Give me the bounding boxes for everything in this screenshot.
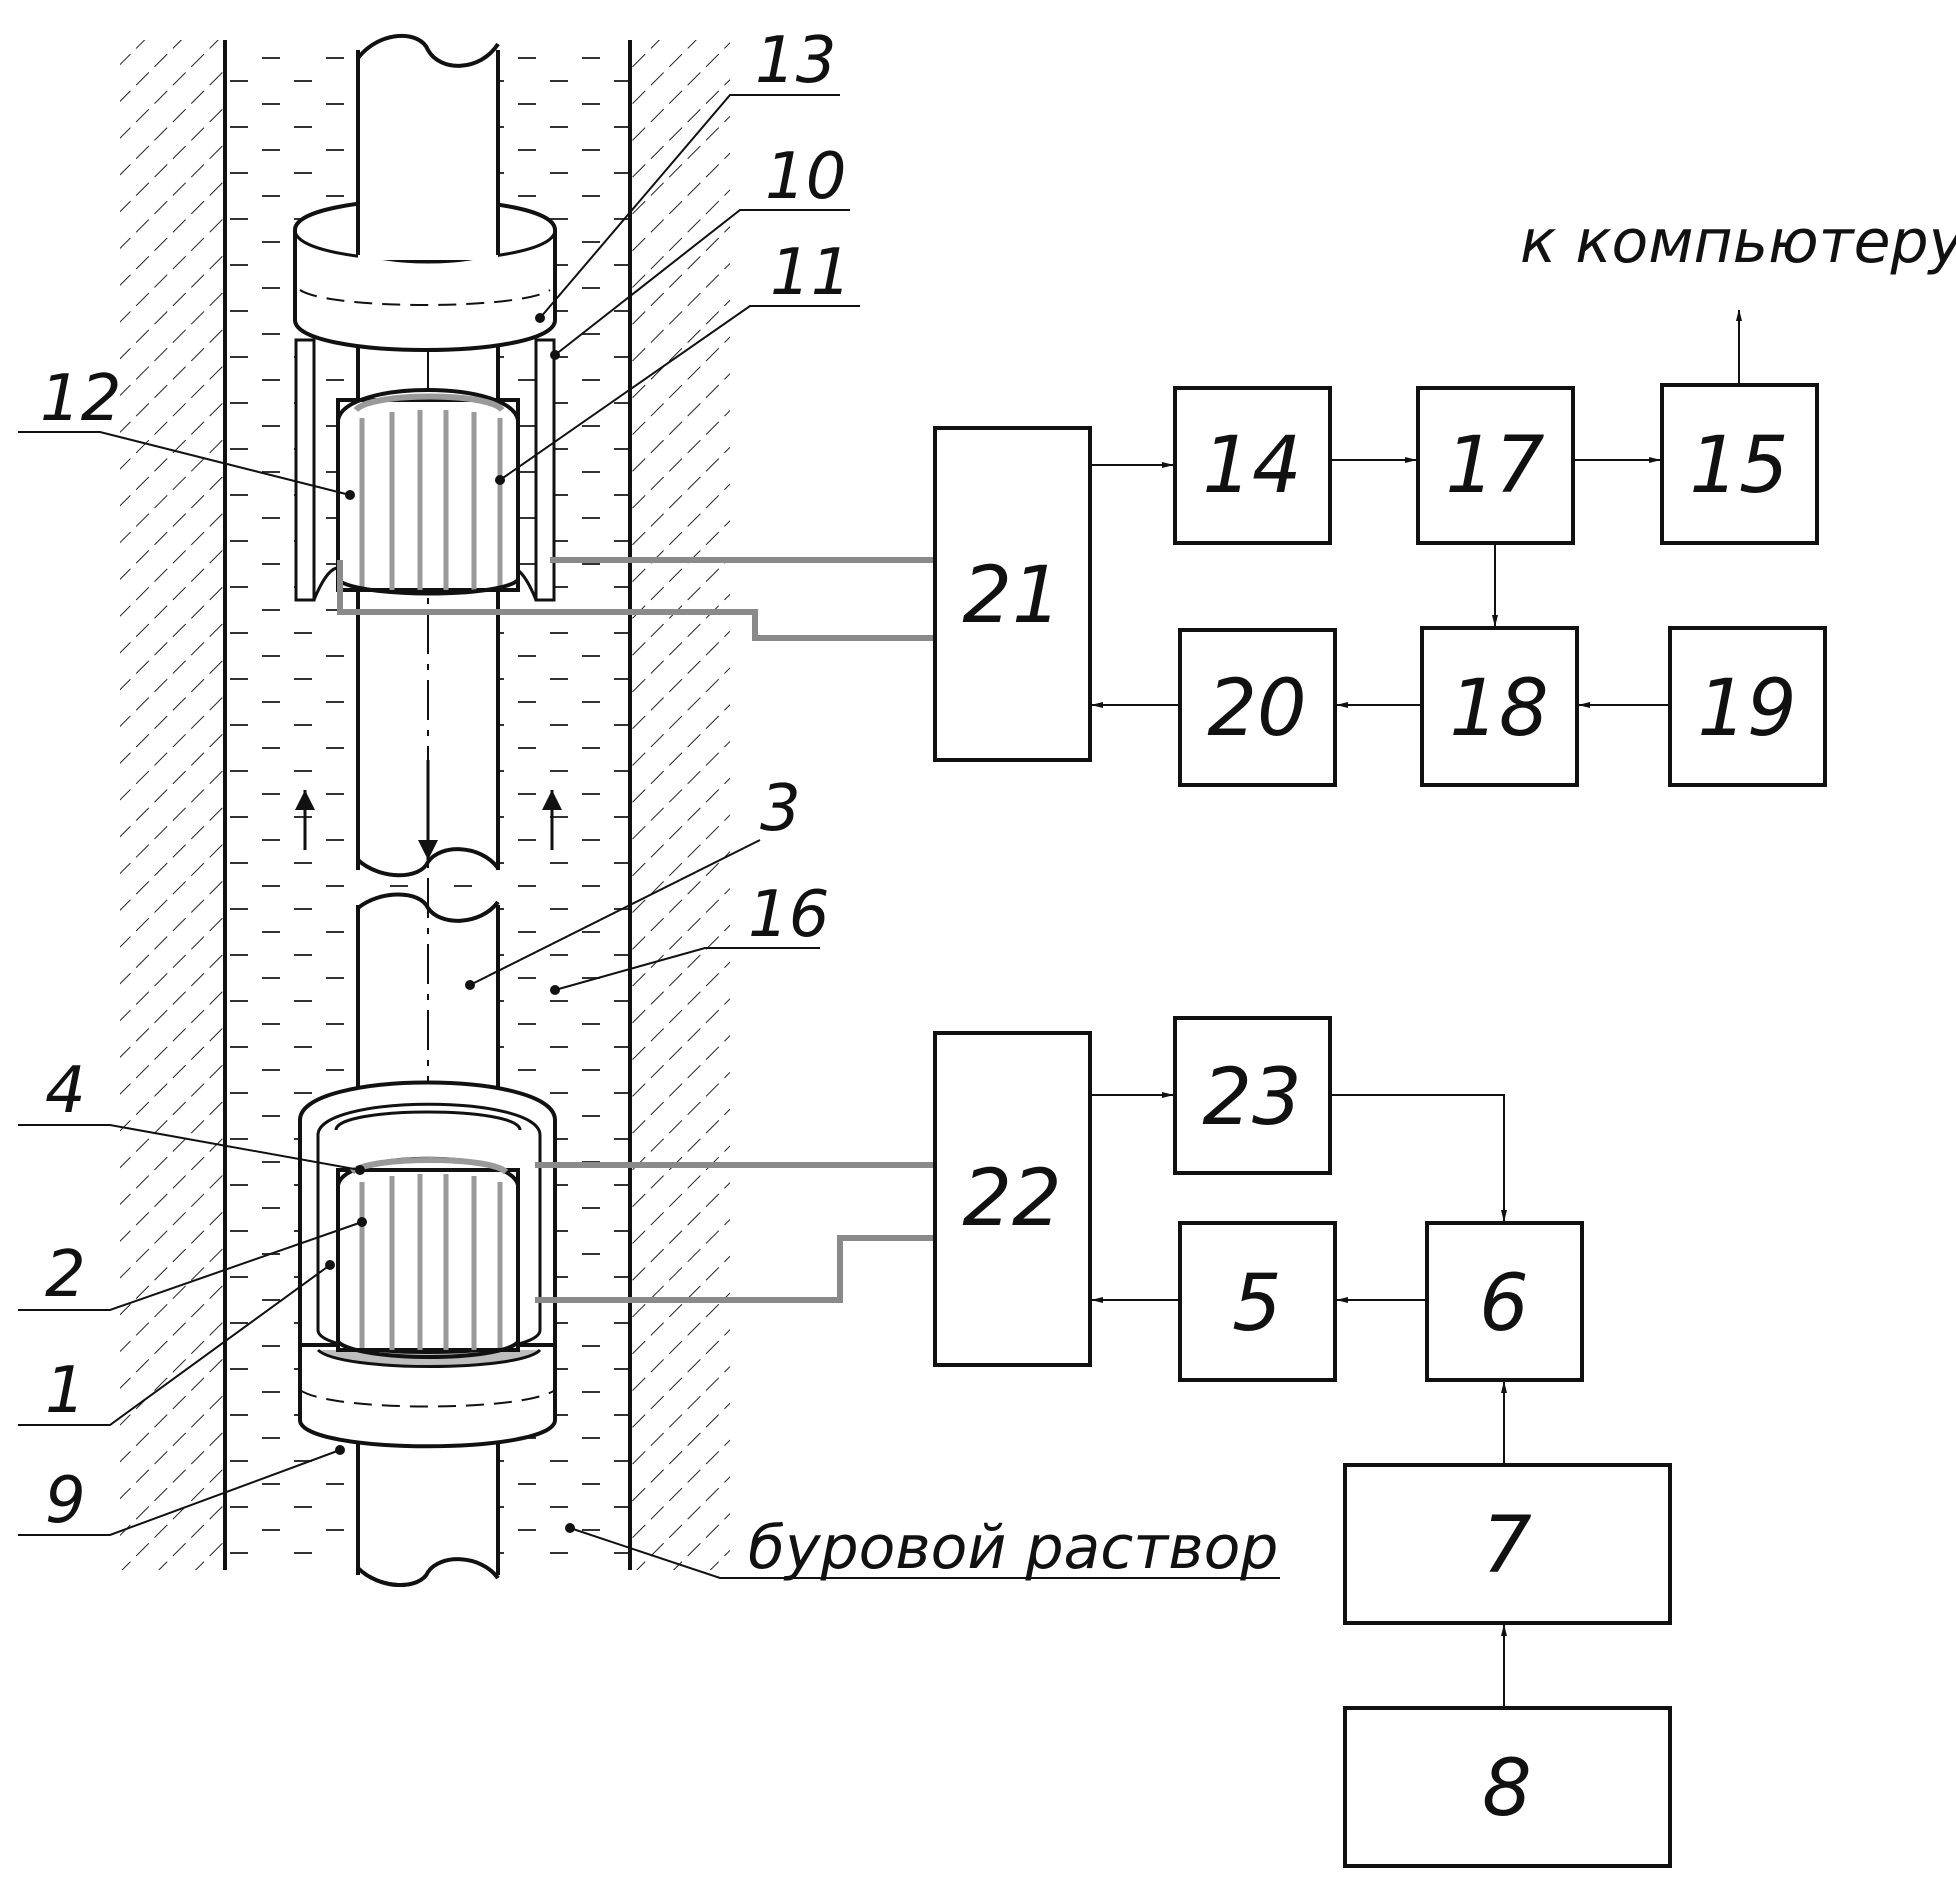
block-14: 14 xyxy=(1173,386,1332,545)
caption-to-computer: к компьютеру xyxy=(1520,207,1956,277)
block-8: 8 xyxy=(1343,1706,1672,1868)
block-5: 5 xyxy=(1178,1221,1337,1382)
borehole-wall-right xyxy=(628,40,730,1570)
callout-2: 2 xyxy=(45,1238,86,1312)
leader-dots xyxy=(325,313,575,1533)
pipe-below-collar xyxy=(358,1455,498,1575)
block-6-label: 6 xyxy=(1479,1259,1529,1349)
flow-arrows xyxy=(295,760,562,860)
block-22-label: 22 xyxy=(962,1154,1061,1244)
block-19-label: 19 xyxy=(1697,664,1796,754)
block-7: 7 xyxy=(1343,1463,1672,1625)
block-21-label: 21 xyxy=(962,551,1061,641)
block-15: 15 xyxy=(1660,383,1819,545)
signal-arrows xyxy=(1091,309,1742,1706)
block-14-label: 14 xyxy=(1202,421,1301,511)
callout-16: 16 xyxy=(748,878,829,952)
callout-3: 3 xyxy=(760,772,801,846)
callout-4: 4 xyxy=(45,1054,86,1128)
block-5-label: 5 xyxy=(1232,1259,1282,1349)
block-8-label: 8 xyxy=(1482,1744,1532,1834)
callout-11: 11 xyxy=(770,236,851,310)
block-21: 21 xyxy=(933,426,1092,762)
block-20-label: 20 xyxy=(1207,664,1306,754)
callout-12: 12 xyxy=(40,362,121,436)
callout-13: 13 xyxy=(755,24,836,98)
block-17-label: 17 xyxy=(1445,421,1544,511)
callout-9: 9 xyxy=(45,1464,86,1538)
borehole-wall-left xyxy=(120,40,227,1570)
block-22: 22 xyxy=(933,1031,1092,1367)
block-18: 18 xyxy=(1420,626,1579,787)
block-20: 20 xyxy=(1178,628,1337,787)
block-18-label: 18 xyxy=(1449,664,1548,754)
block-19: 19 xyxy=(1668,626,1827,787)
block-17: 17 xyxy=(1416,386,1575,545)
upper-coil xyxy=(336,388,520,596)
upper-collar xyxy=(293,30,557,352)
block-23: 23 xyxy=(1173,1016,1332,1175)
callout-1: 1 xyxy=(45,1354,86,1428)
caption-drilling-fluid: буровой раствор xyxy=(748,1513,1278,1583)
upper-receiver-shell xyxy=(294,338,556,602)
wires xyxy=(337,557,935,1303)
block-6: 6 xyxy=(1425,1221,1584,1382)
leader-lines xyxy=(18,94,1280,1579)
block-15-label: 15 xyxy=(1689,421,1788,511)
callout-10: 10 xyxy=(765,140,846,214)
block-23-label: 23 xyxy=(1202,1053,1301,1143)
block-7-label: 7 xyxy=(1482,1501,1532,1591)
lower-coil xyxy=(336,1156,520,1359)
